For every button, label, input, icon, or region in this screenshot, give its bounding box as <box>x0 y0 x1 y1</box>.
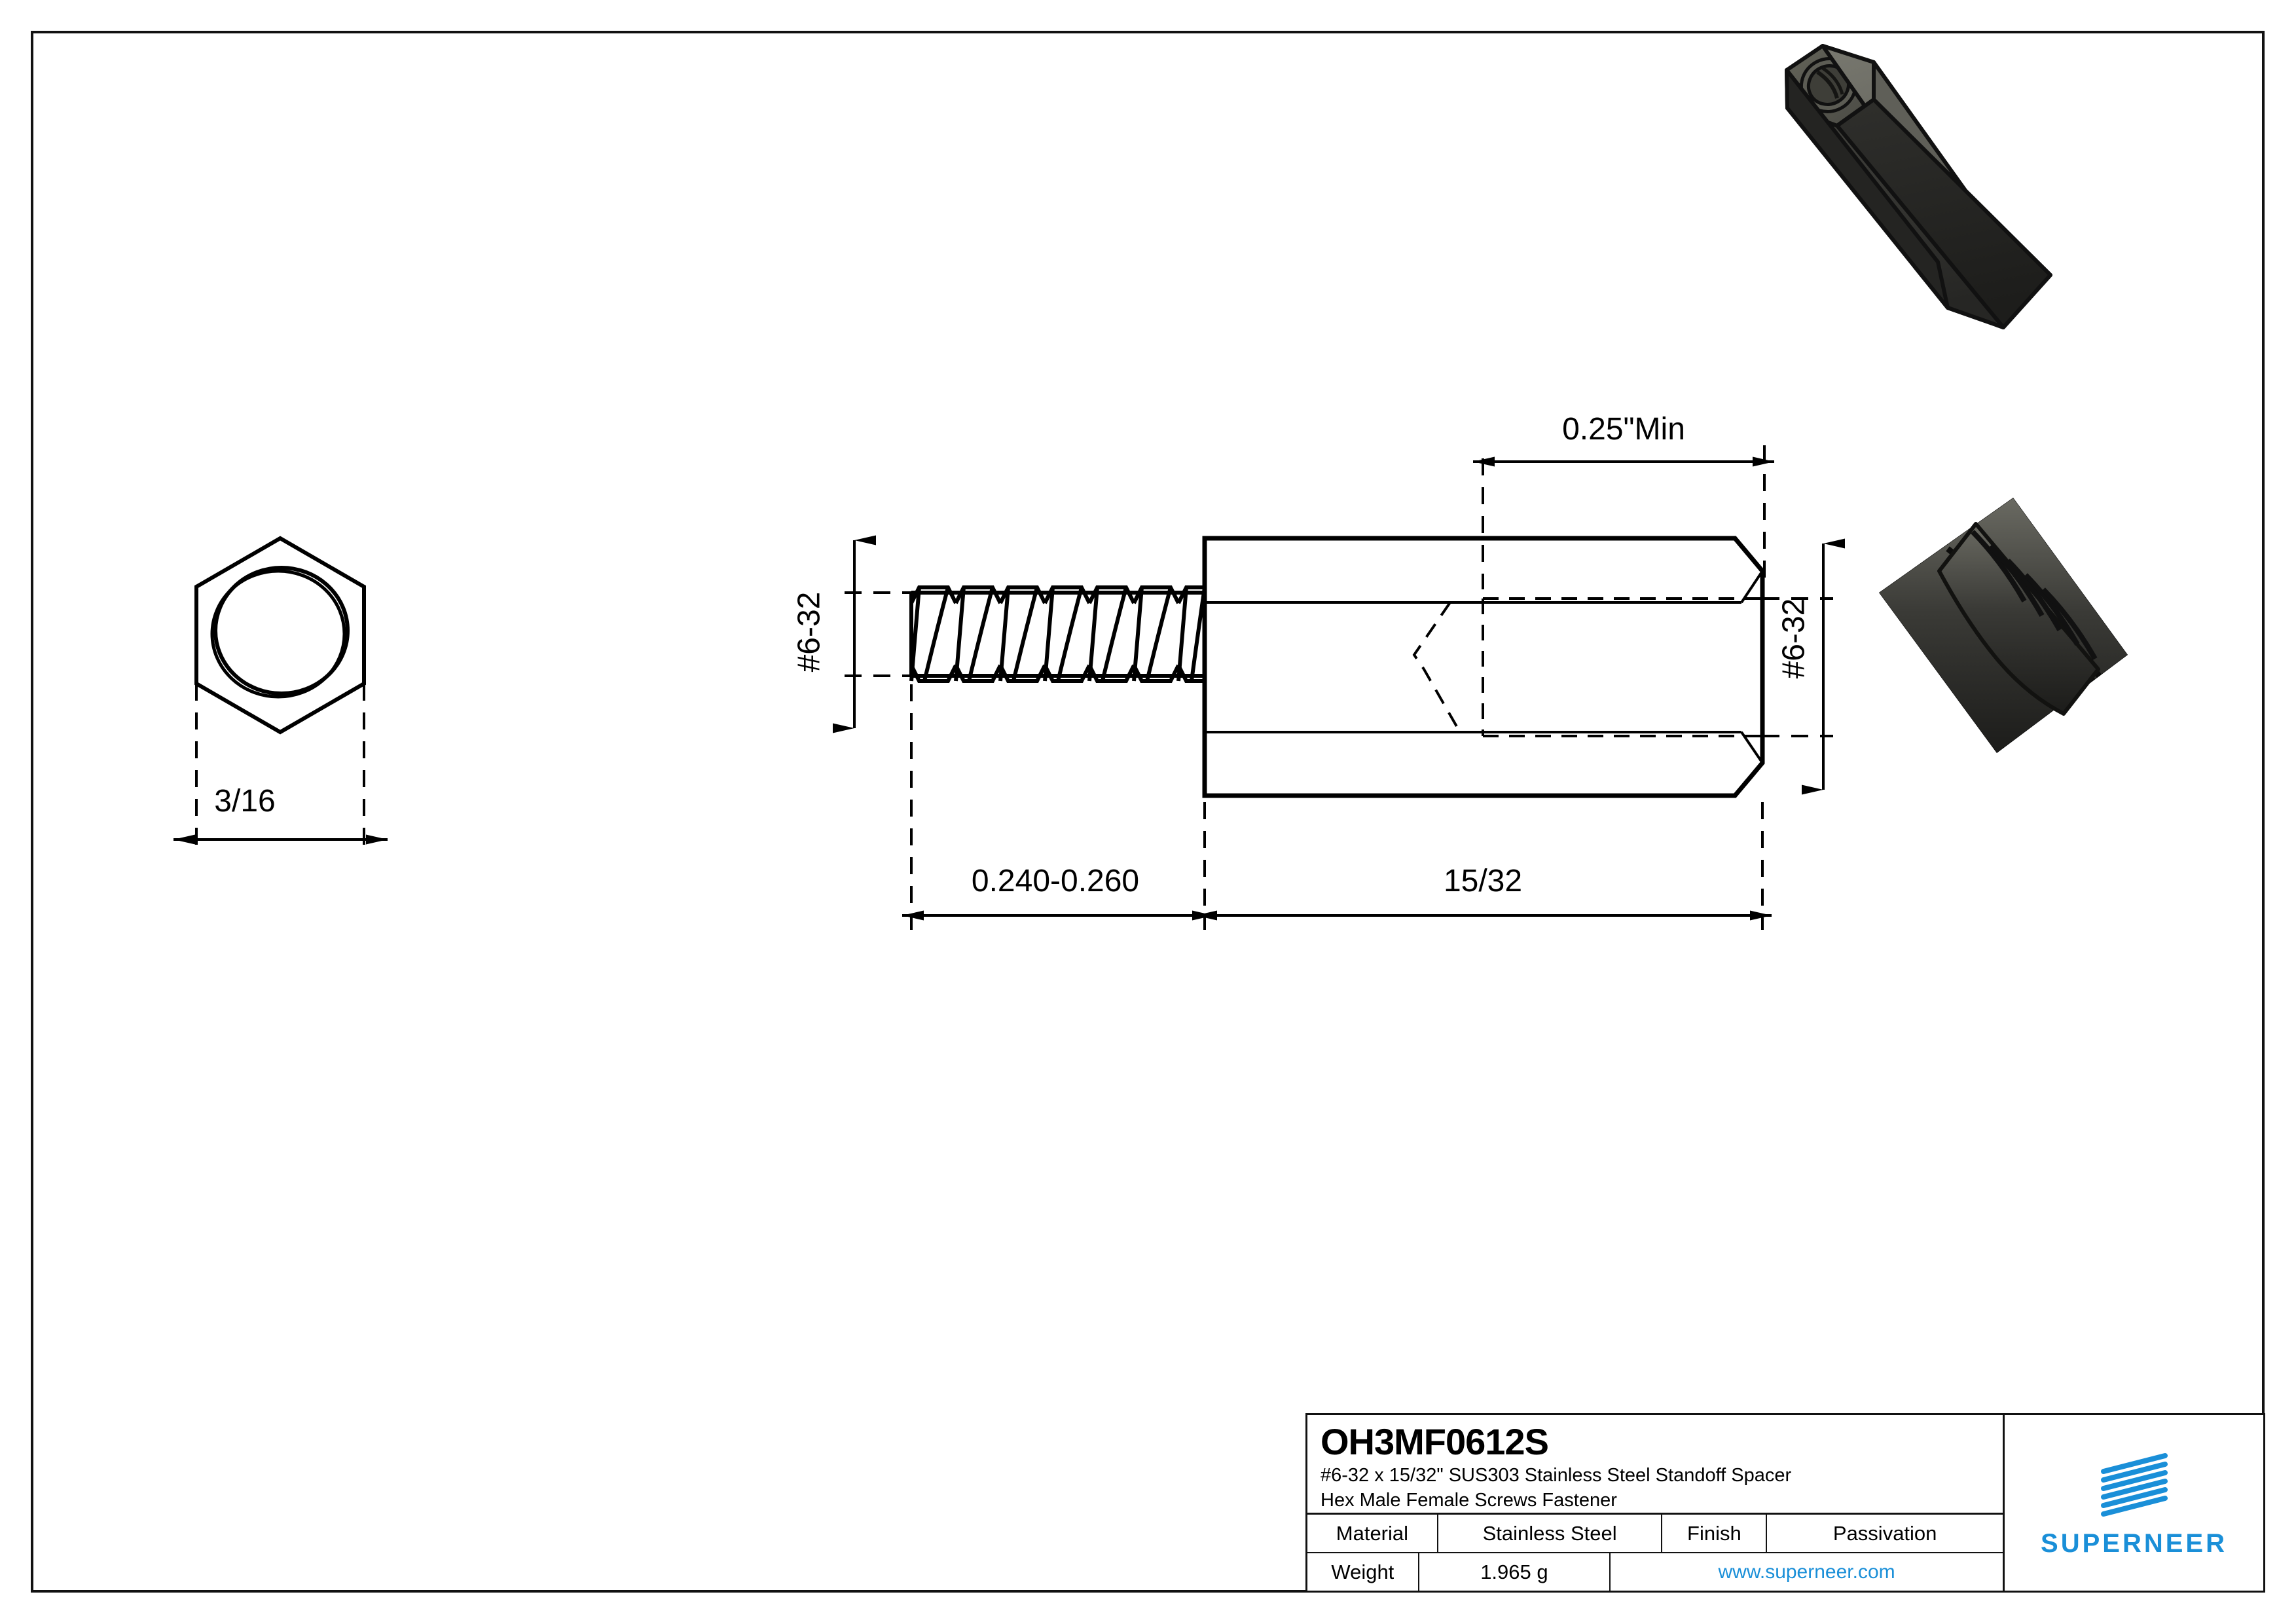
material-label: Material <box>1307 1515 1438 1552</box>
title-block-left: OH3MF0612S #6-32 x 15/32" SUS303 Stainle… <box>1307 1415 2005 1591</box>
dim-female-depth-label: 0.25"Min <box>1562 412 1685 447</box>
finish-value: Passivation <box>1832 1521 1937 1545</box>
dim-female-thread-size-label: #6-32 <box>1776 598 1812 679</box>
dim-male-thread-size-label: #6-32 <box>792 591 827 673</box>
dim-body-length-label: 15/32 <box>1443 864 1523 898</box>
description-line-1: #6-32 x 15/32" SUS303 Stainless Steel St… <box>1321 1465 1792 1486</box>
weight-value: 1.965 g <box>1419 1553 1611 1591</box>
dim-male-thread-length-label: 0.240-0.260 <box>971 864 1140 898</box>
brand-name: SUPERNEER <box>2041 1528 2227 1558</box>
sheet-border-frame <box>31 31 2265 1593</box>
finish-label: Finish <box>1662 1515 1768 1552</box>
website-link[interactable]: www.superneer.com <box>1718 1560 1895 1583</box>
title-block: OH3MF0612S #6-32 x 15/32" SUS303 Stainle… <box>1305 1413 2265 1593</box>
table-row: Material Stainless Steel Finish Passivat… <box>1307 1515 2003 1553</box>
weight-label: Weight <box>1307 1553 1419 1591</box>
title-block-description: OH3MF0612S #6-32 x 15/32" SUS303 Stainle… <box>1307 1415 2003 1515</box>
dim-hex-width-label: 3/16 <box>214 784 276 819</box>
superneer-stripes-logo-icon <box>2100 1452 2168 1517</box>
brand-block: SUPERNEER <box>2005 1415 2263 1591</box>
description-line-2: Hex Male Female Screws Fastener <box>1321 1490 1617 1511</box>
material-value: Stainless Steel <box>1438 1515 1663 1552</box>
table-row: Weight 1.965 g www.superneer.com <box>1307 1553 2003 1591</box>
part-number: OH3MF0612S <box>1321 1421 1549 1462</box>
